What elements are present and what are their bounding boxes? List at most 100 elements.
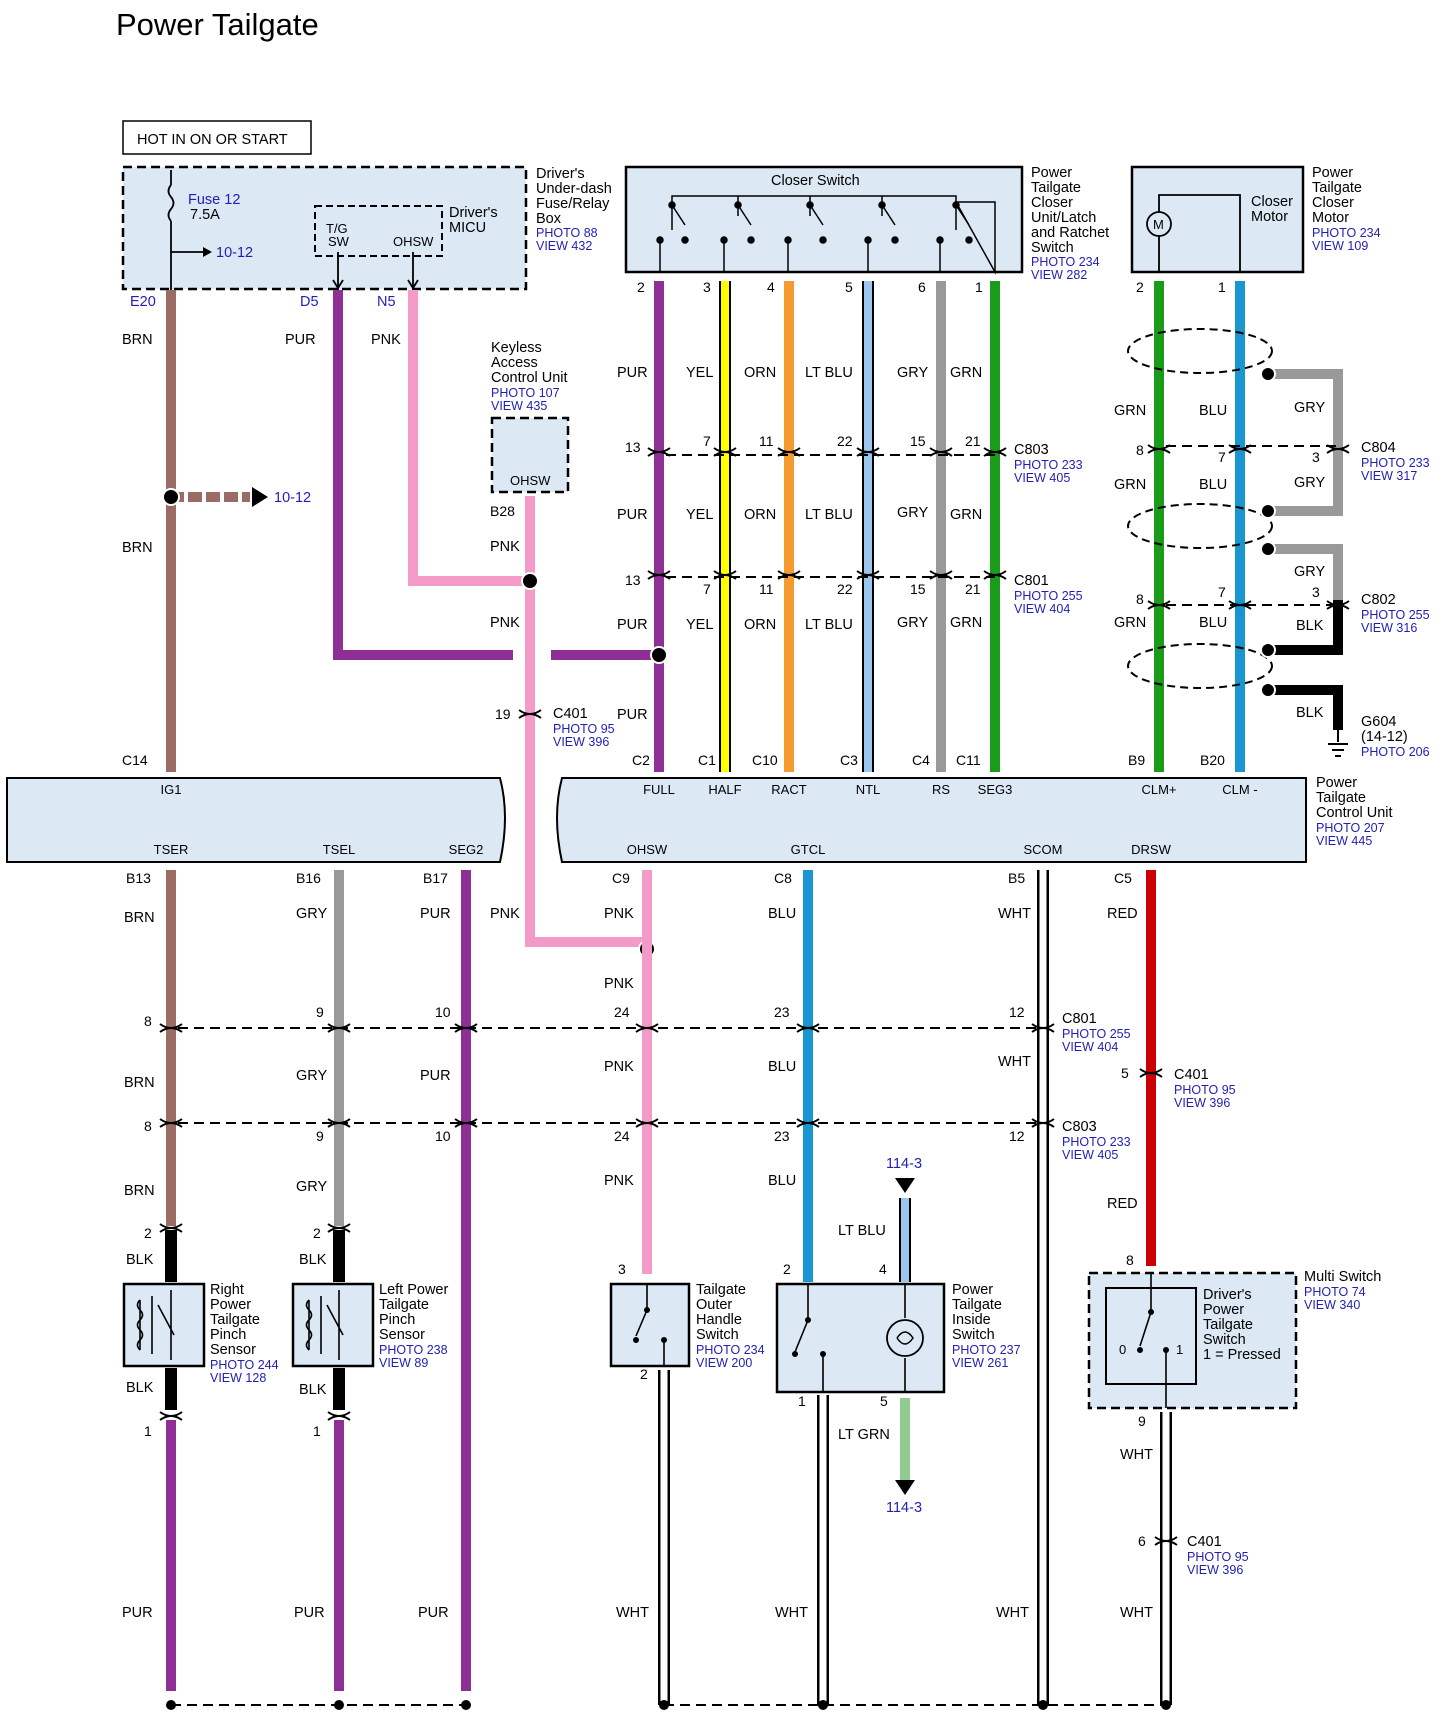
cu-bottom-terminal: TSEL [323, 842, 356, 857]
wire-color-label: BLK [126, 1380, 154, 1396]
wire-color-label: BLU [768, 1059, 796, 1075]
wire-color-label: GRY [1294, 400, 1325, 416]
svg-text:Under-dash: Under-dash [536, 181, 612, 197]
pin-number: 24 [614, 1128, 630, 1144]
cu-bottom-pin: B5 [1008, 870, 1025, 886]
pin-number: 8 [1136, 442, 1144, 458]
svg-text:PHOTO 74: PHOTO 74 [1304, 1285, 1366, 1299]
connector-c802-photo: PHOTO 255 [1361, 608, 1430, 622]
connector-c401-name: C401 [553, 706, 588, 722]
cu-bottom-pin: C8 [774, 870, 792, 886]
svg-text:VIEW 89: VIEW 89 [379, 1356, 428, 1370]
wire-color-label: ORN [744, 365, 776, 381]
wire-color-label: ORN [744, 507, 776, 523]
multi-switch-box [1087, 1271, 1298, 1410]
cu-top-pin: C10 [752, 752, 778, 768]
svg-text:Fuse/Relay: Fuse/Relay [536, 196, 610, 212]
switch-pos-0: 0 [1119, 1342, 1126, 1357]
svg-text:PHOTO 88: PHOTO 88 [536, 226, 598, 240]
svg-text:Tailgate: Tailgate [1031, 180, 1081, 196]
pin-number: 13 [625, 572, 641, 588]
svg-text:Sensor: Sensor [210, 1342, 256, 1358]
wire-color-label: BLU [768, 906, 796, 922]
wire-color-label: GRN [950, 615, 982, 631]
wire-color-label: PNK [490, 539, 520, 555]
closer-motor-label-2: Motor [1251, 209, 1288, 225]
svg-text:PHOTO 234: PHOTO 234 [1031, 255, 1100, 269]
svg-text:Switch: Switch [952, 1327, 995, 1343]
cu-top-pin: B9 [1128, 752, 1145, 768]
pin-number: 7 [703, 433, 711, 449]
connector-c803-name: C803 [1014, 442, 1049, 458]
pin-number: 1 [144, 1423, 152, 1439]
svg-text:Keyless: Keyless [491, 340, 542, 356]
pin-number: 11 [759, 581, 774, 597]
pin-number: 22 [837, 433, 853, 449]
wire-color-label: BRN [124, 910, 155, 926]
connector-c801-view: VIEW 404 [1062, 1040, 1118, 1054]
wire-color-label: GRY [296, 1068, 327, 1084]
cu-top-terminal: RACT [771, 782, 806, 797]
wire-color-label: BLU [768, 1173, 796, 1189]
control-unit-right [556, 777, 1307, 863]
upper-wires [166, 281, 1343, 947]
white-wires [658, 870, 1172, 1705]
closer-switch-label: Closer Switch [771, 173, 860, 189]
right-pinch-sensor-box [122, 1282, 206, 1368]
cu-bottom-pin: B13 [126, 870, 151, 886]
svg-text:Tailgate: Tailgate [1316, 790, 1366, 806]
wire-color-label: PUR [285, 332, 316, 348]
connector-c801-name: C801 [1014, 573, 1049, 589]
svg-text:Closer: Closer [1312, 195, 1354, 211]
cu-top-pin: C2 [632, 752, 650, 768]
pin-number: 1 [975, 279, 983, 295]
connector-c804-view: VIEW 317 [1361, 469, 1417, 483]
inside-switch-title: Power Tailgate Inside Switch PHOTO 237 V… [952, 1282, 1021, 1370]
pin-number: 4 [767, 279, 775, 295]
svg-text:VIEW 128: VIEW 128 [210, 1371, 266, 1385]
wire-color-label: GRN [1114, 477, 1146, 493]
arrow-right-icon [203, 247, 212, 257]
wire-gry-shield-1 [1268, 369, 1343, 516]
svg-text:VIEW 340: VIEW 340 [1304, 1298, 1360, 1312]
cu-top-terminal: SEG3 [978, 782, 1013, 797]
wire-color-label: LT BLU [805, 617, 853, 633]
pin-number: 15 [910, 433, 926, 449]
keyless-unit-box [490, 416, 570, 494]
fuse-xref-link[interactable]: 10-12 [216, 245, 253, 261]
wire-color-label: LT BLU [838, 1223, 886, 1239]
pin-number: 2 [144, 1225, 152, 1241]
power-source-box [122, 120, 312, 155]
outer-handle-title: Tailgate Outer Handle Switch PHOTO 234 V… [696, 1282, 765, 1370]
fuse-xref-link-2[interactable]: 10-12 [274, 490, 311, 506]
pin-number: 3 [618, 1261, 626, 1277]
cu-bottom-pin: C5 [1114, 870, 1132, 886]
cu-bottom-terminal: SEG2 [449, 842, 484, 857]
svg-text:Power: Power [1203, 1302, 1244, 1318]
pin-number: 6 [1138, 1533, 1146, 1549]
wire-color-label: WHT [998, 1054, 1031, 1070]
connector-c801-view: VIEW 404 [1014, 602, 1070, 616]
wire-color-label: BLK [126, 1252, 154, 1268]
inside-switch-xref-bottom[interactable]: 114-3 [886, 1500, 922, 1516]
micu-name-1: Driver's [449, 205, 498, 221]
inside-switch-xref-top[interactable]: 114-3 [886, 1156, 922, 1172]
pin-number: 10 [435, 1004, 451, 1020]
svg-text:Power: Power [210, 1297, 251, 1313]
pin-number: 15 [910, 581, 926, 597]
connector-c401-photo: PHOTO 95 [553, 722, 615, 736]
wire-color-label: PUR [420, 906, 451, 922]
left-pinch-sensor-box [291, 1282, 375, 1368]
svg-text:Box: Box [536, 211, 562, 227]
wire-color-label: YEL [686, 617, 713, 633]
wire-color-label: PNK [371, 332, 401, 348]
svg-text:Switch: Switch [1203, 1332, 1246, 1348]
wire-color-label: PNK [604, 976, 634, 992]
fuse-box [121, 165, 528, 291]
connector-c801-photo: PHOTO 255 [1062, 1027, 1131, 1041]
connector-c401-name: C401 [1174, 1067, 1209, 1083]
cu-top-pin: C11 [956, 752, 981, 768]
svg-text:PHOTO 234: PHOTO 234 [696, 1343, 765, 1357]
